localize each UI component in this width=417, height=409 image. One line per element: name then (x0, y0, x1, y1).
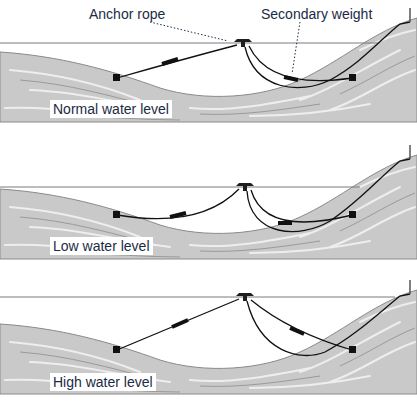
panel-caption: Normal water level (50, 100, 172, 118)
panel-caption: High water level (50, 373, 156, 391)
panel-caption: Low water level (50, 237, 153, 255)
part-label: Anchor rope (86, 5, 168, 23)
part-label: Secondary weight (258, 5, 375, 23)
